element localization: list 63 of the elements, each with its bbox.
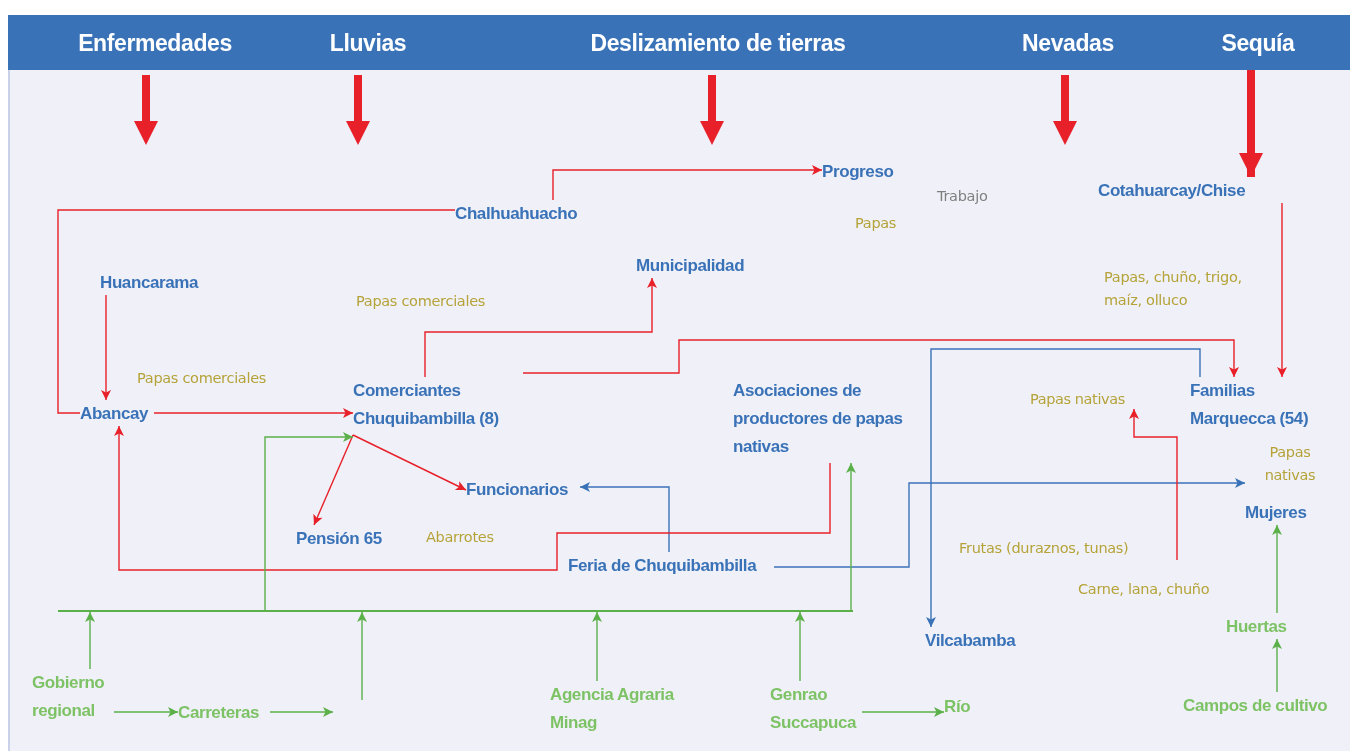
product-label: Papas nativas	[1030, 385, 1150, 409]
actor-label: Municipalidad	[636, 252, 762, 278]
flow-label: Papas comerciales	[356, 292, 487, 311]
actor-label: Vilcabamba	[925, 627, 1029, 653]
arrow	[313, 434, 354, 526]
arrow	[424, 277, 657, 378]
resource-label: Gobierno regional	[32, 669, 114, 727]
arrow	[357, 611, 367, 701]
arrow	[592, 611, 602, 682]
arrow	[552, 165, 823, 201]
arrow	[101, 294, 111, 401]
actor-label: Cotahuarcay/Chise	[1098, 177, 1258, 203]
header-band	[8, 15, 1350, 70]
arrow	[926, 348, 1201, 628]
arrow	[85, 611, 95, 670]
arrow	[795, 611, 805, 682]
hazard-heading: Enfermedades	[70, 29, 240, 70]
arrow	[352, 434, 467, 491]
actor-label: Huancarama	[100, 269, 212, 295]
actor-label: Funcionarios	[466, 476, 580, 502]
actor-label: Comerciantes Chuquibambilla (8)	[353, 377, 523, 435]
flow-label: Papas, chuño, trigo, maíz, olluco	[1104, 268, 1243, 310]
arrow	[269, 707, 334, 717]
hazard-heading: Sequía	[1208, 29, 1308, 70]
resource-label: Genrao Succapuca	[770, 681, 862, 739]
actor-label: Mujeres	[1245, 499, 1323, 525]
arrow	[773, 478, 1246, 568]
actor-label: Asociaciones de productores de papas nativas	[733, 377, 923, 463]
hazard-heading: Lluvias	[318, 29, 418, 70]
arrow	[1129, 408, 1178, 561]
flow-label: Frutas (duraznos, tunas)	[959, 539, 1130, 558]
resource-label: Agencia Agraria Minag	[550, 681, 694, 739]
actor-label: Feria de Chuquibambilla	[568, 552, 774, 578]
connector-line	[57, 209, 456, 414]
arrow	[113, 707, 179, 717]
hazard-heading: Deslizamiento de tierras	[578, 29, 858, 70]
arrow	[114, 425, 831, 571]
flow-label: Carne, lana, chuño	[1078, 580, 1211, 599]
resource-label: Carreteras	[178, 699, 270, 725]
resource-label: Huertas	[1226, 613, 1300, 639]
arrow	[579, 482, 670, 553]
flow-label: Papas	[855, 214, 898, 233]
flow-label: Abarrotes	[426, 528, 495, 547]
resource-label: Río	[944, 693, 976, 719]
arrow	[861, 707, 945, 717]
hazard-heading: Nevadas	[1013, 29, 1123, 70]
arrow	[264, 432, 354, 611]
arrow	[1272, 524, 1282, 614]
actor-label: Familias Marquecca (54)	[1190, 377, 1332, 435]
flow-label: Trabajo	[937, 187, 989, 206]
flow-label: Papas nativas	[1263, 443, 1317, 485]
actor-label: Pensión 65	[296, 525, 392, 551]
bus-line	[58, 610, 853, 612]
actor-label: Progreso	[822, 158, 902, 184]
arrow	[1272, 638, 1282, 693]
arrow	[846, 462, 856, 611]
arrow	[153, 408, 354, 418]
resource-label: Campos de cultivo	[1183, 692, 1341, 718]
actor-label: Chalhuahuacho	[455, 200, 591, 226]
actor-label: Abancay	[80, 400, 154, 426]
arrow	[1277, 202, 1287, 378]
flow-label: Papas comerciales	[137, 369, 268, 388]
arrow	[522, 339, 1239, 378]
